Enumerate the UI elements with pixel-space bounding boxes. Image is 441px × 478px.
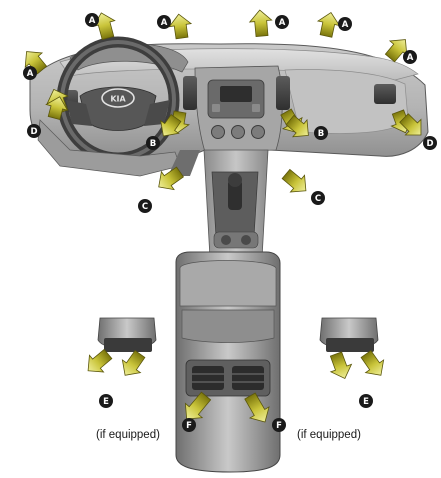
arrow-c-1 bbox=[158, 166, 184, 191]
badge-e-left-letter: E bbox=[103, 397, 109, 407]
arrow-a-5 bbox=[384, 39, 408, 63]
kia-logo bbox=[101, 88, 135, 108]
badge-e-right-letter: E bbox=[363, 397, 369, 407]
badge-c-right-letter: C bbox=[315, 194, 321, 204]
badge-a-5-letter: A bbox=[407, 53, 414, 63]
arrow-e-3 bbox=[329, 351, 353, 379]
badge-c-right: C bbox=[311, 191, 325, 205]
badge-c-left: C bbox=[138, 199, 152, 213]
arrow-d-2 bbox=[45, 96, 69, 121]
floor-duct-right bbox=[319, 317, 379, 352]
badge-a-1: A bbox=[85, 13, 99, 27]
floor-duct-left bbox=[97, 317, 157, 352]
arrow-a-3 bbox=[248, 9, 273, 37]
svg-text:KIA: KIA bbox=[110, 95, 126, 104]
badge-f-right: F bbox=[272, 418, 286, 432]
arrow-a-4 bbox=[316, 11, 341, 38]
vent-labels: A A A A A A D D B B C C E E F F bbox=[23, 13, 437, 432]
badge-c-left-letter: C bbox=[142, 202, 148, 212]
if-equipped-note-left: (if equipped) bbox=[96, 429, 160, 441]
badge-b-right: B bbox=[314, 126, 328, 140]
arrow-d-4 bbox=[399, 113, 422, 136]
badge-a-4: A bbox=[338, 17, 352, 31]
arrow-c-2 bbox=[281, 168, 307, 193]
badge-d-right: D bbox=[423, 136, 437, 150]
arrow-e-1 bbox=[87, 348, 113, 373]
badge-a-3: A bbox=[275, 15, 289, 29]
arrow-a-6 bbox=[24, 51, 48, 75]
badge-b-right-letter: B bbox=[318, 129, 324, 139]
rear-console-box bbox=[175, 251, 281, 473]
badge-e-left: E bbox=[99, 394, 113, 408]
badge-d-left: D bbox=[27, 124, 41, 138]
arrow-a-2 bbox=[168, 13, 193, 40]
badge-d-right-letter: D bbox=[426, 139, 433, 149]
arrow-b-4 bbox=[285, 114, 309, 138]
arrow-e-2 bbox=[121, 350, 146, 376]
badge-a-2-letter: A bbox=[161, 18, 168, 28]
badge-a-6-letter: A bbox=[27, 69, 34, 79]
badge-e-right: E bbox=[359, 394, 373, 408]
badge-a-3-letter: A bbox=[279, 18, 286, 28]
badge-b-left: B bbox=[146, 136, 160, 150]
badge-f-right-letter: F bbox=[276, 421, 282, 431]
badge-b-left-letter: B bbox=[150, 139, 156, 149]
badge-a-1-letter: A bbox=[89, 16, 96, 26]
badge-a-2: A bbox=[157, 15, 171, 29]
if-equipped-note-right: (if equipped) bbox=[297, 429, 361, 441]
badge-f-left-letter: F bbox=[186, 421, 192, 431]
arrow-f-1 bbox=[184, 391, 212, 420]
arrow-e-4 bbox=[360, 350, 385, 376]
badge-f-left: F bbox=[182, 418, 196, 432]
badge-a-5: A bbox=[403, 50, 417, 64]
airflow-arrows bbox=[24, 9, 422, 423]
badge-a-4-letter: A bbox=[342, 20, 349, 30]
center-stack bbox=[194, 65, 283, 153]
arrow-b-2 bbox=[160, 114, 182, 137]
badge-d-left-letter: D bbox=[30, 127, 37, 137]
center-console bbox=[203, 149, 269, 259]
arrow-f-2 bbox=[244, 392, 270, 423]
badge-a-6: A bbox=[23, 66, 37, 80]
